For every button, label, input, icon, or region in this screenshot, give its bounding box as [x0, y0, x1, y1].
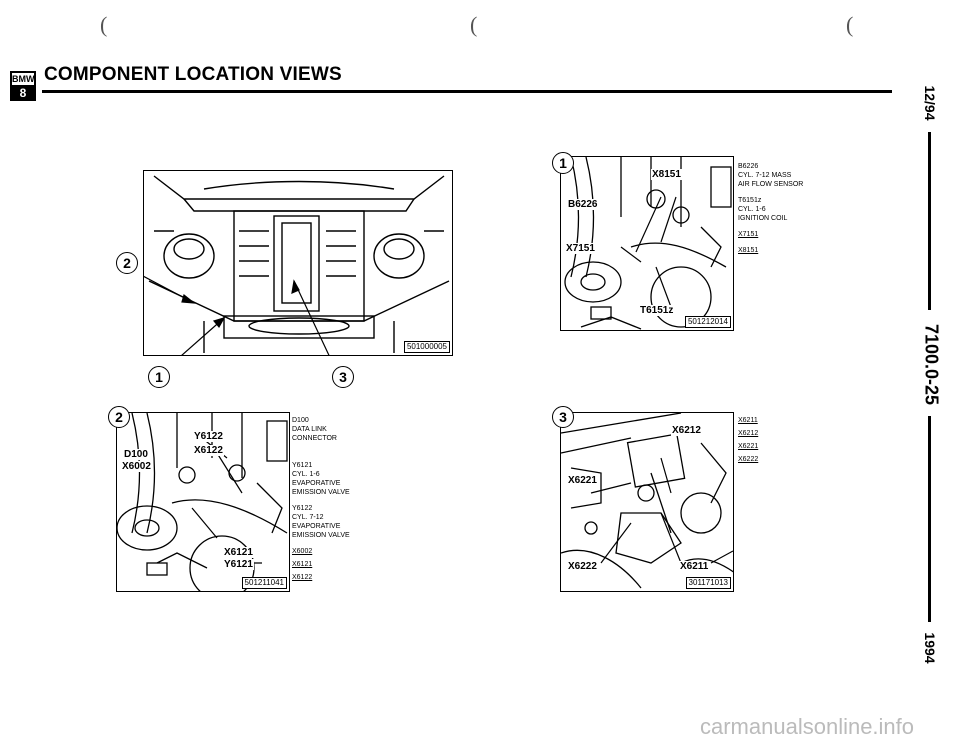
legend-line: EMISSION VALVE [292, 489, 350, 496]
legend-line: X6212 [738, 430, 759, 437]
legend-line: X6221 [738, 443, 759, 450]
legend-line: X8151 [738, 247, 759, 254]
callout-2: 2 [116, 252, 138, 274]
callout-3: 3 [332, 366, 354, 388]
callout-2: 2 [108, 406, 130, 428]
label-x6222: X6222 [567, 561, 598, 572]
legend-line: B6226 [738, 163, 759, 170]
page-title: COMPONENT LOCATION VIEWS [44, 64, 342, 85]
view-1-legend: B6226 CYL. 7-12 MASS AIR FLOW SENSOR T61… [738, 162, 803, 255]
logo-bottom-text: 8 [12, 87, 34, 99]
callout-1: 1 [552, 152, 574, 174]
legend-line: X6211 [738, 417, 758, 424]
scan-mark: ( [846, 12, 854, 37]
legend-line: D100 [292, 417, 309, 424]
legend-line: CONNECTOR [292, 435, 337, 442]
figure-code: 501211041 [241, 577, 287, 589]
label-y6122: Y6122 [193, 431, 224, 442]
engine-overview-figure: 501000005 [143, 170, 453, 356]
side-rule [928, 416, 931, 622]
legend-line: IGNITION COIL [738, 215, 788, 222]
side-rule [928, 132, 931, 310]
figure-code: 501000005 [403, 341, 450, 353]
label-x6122: X6122 [193, 445, 224, 456]
side-year: 1994 [922, 632, 938, 664]
view-2-figure: Y6122 X6122 D100 X6002 X6121 Y6121 50121… [116, 412, 290, 592]
legend-line: EVAPORATIVE [292, 523, 341, 530]
logo-top-text: BMW [12, 73, 35, 87]
legend-line: DATA LINK [292, 426, 327, 433]
watermark: carmanualsonline.info [700, 714, 915, 739]
figure-code: 301171013 [685, 577, 731, 589]
side-page-code: 7100.0-25 [921, 323, 942, 406]
legend-line: X7151 [738, 231, 759, 238]
legend-line: AIR FLOW SENSOR [738, 181, 804, 188]
legend-line: X6002 [292, 548, 313, 555]
label-t6151z: T6151z [639, 305, 675, 316]
legend-line: CYL. 1-6 [738, 206, 766, 213]
legend-line: CYL. 7-12 MASS [738, 172, 792, 179]
legend-line: CYL. 1-6 [292, 471, 320, 478]
side-date: 12/94 [922, 85, 938, 121]
legend-line: T6151z [738, 197, 762, 204]
legend-line: Y6121 [292, 462, 313, 469]
view-3-figure: X6212 X6221 X6222 X6211 301171013 [560, 412, 734, 592]
scan-mark: ( [470, 12, 478, 37]
engine-overview-drawing [144, 175, 450, 355]
bmw-logo: BMW 8 [10, 71, 36, 101]
label-x6002: X6002 [121, 461, 152, 472]
callout-3: 3 [552, 406, 574, 428]
legend-line: X6121 [292, 561, 313, 568]
legend-line: X6122 [292, 574, 313, 581]
scan-mark: ( [100, 12, 108, 37]
view-1-figure: X8151 B6226 X7151 T6151z 501212014 [560, 156, 734, 331]
title-rule [42, 90, 892, 93]
legend-line: CYL. 7-12 [292, 514, 324, 521]
label-x6212: X6212 [671, 425, 702, 436]
label-x6121: X6121 [223, 547, 254, 558]
label-b6226: B6226 [567, 199, 599, 210]
label-x7151: X7151 [565, 243, 596, 254]
legend-line: EVAPORATIVE [292, 480, 341, 487]
legend-line: X6222 [738, 456, 759, 463]
label-y6121: Y6121 [223, 559, 254, 570]
label-x8151: X8151 [651, 169, 682, 180]
view-3-legend: X6211 X6212 X6221 X6222 [738, 416, 758, 464]
label-x6221: X6221 [567, 475, 598, 486]
label-d100: D100 [123, 449, 149, 460]
legend-line: EMISSION VALVE [292, 532, 350, 539]
view-1-drawing [564, 157, 732, 330]
callout-1: 1 [148, 366, 170, 388]
view-3-drawing [561, 413, 733, 589]
label-x6211: X6211 [679, 561, 710, 572]
view-2-legend: D100 DATA LINK CONNECTOR Y6121 CYL. 1-6 … [292, 416, 350, 582]
legend-line: Y6122 [292, 505, 313, 512]
figure-code: 501212014 [684, 316, 731, 328]
